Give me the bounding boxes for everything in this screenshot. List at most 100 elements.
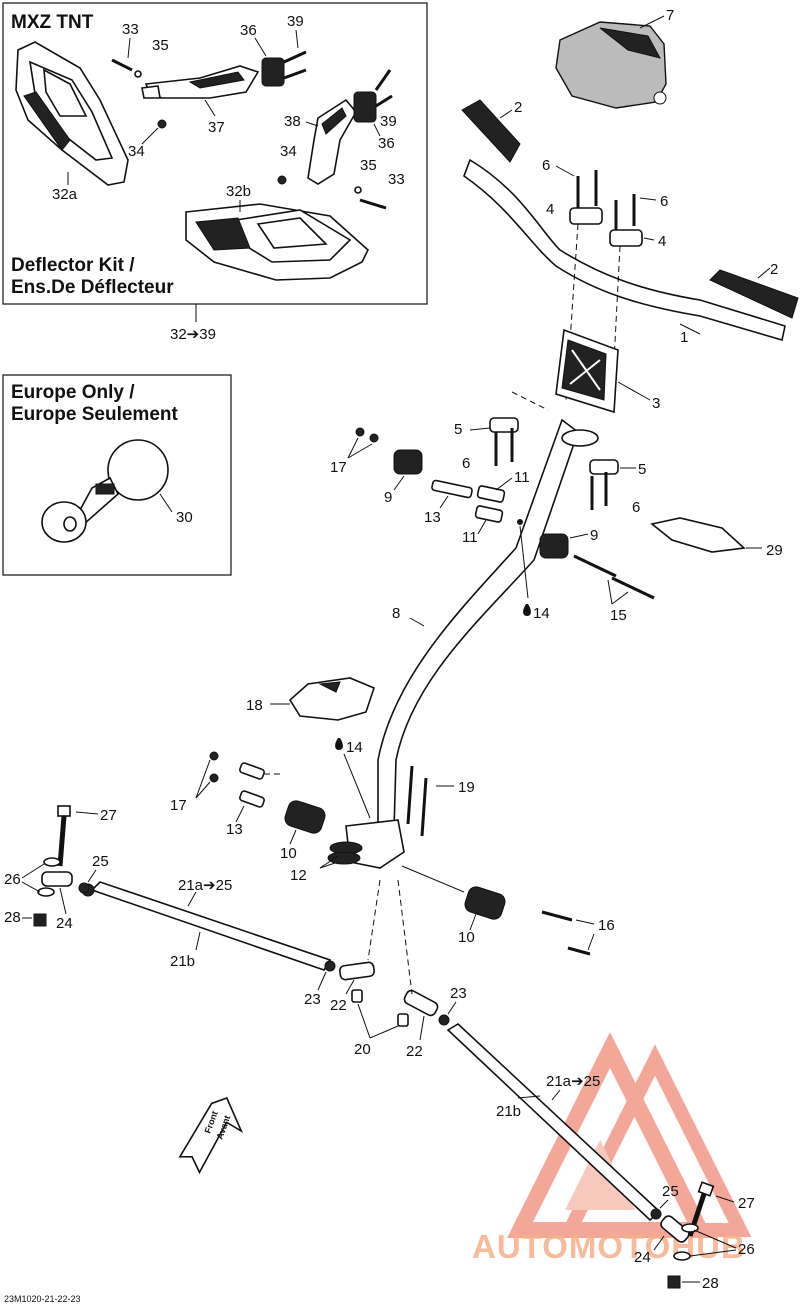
clamp-36-top [254, 37, 285, 87]
nut-25-left [78, 882, 90, 894]
spacer-13-lower-a [239, 762, 265, 780]
kit-name-line1: Deflector Kit / [11, 255, 135, 276]
nut-34-left [157, 119, 167, 129]
nuts-17-lower [195, 751, 219, 799]
callout-22b: 22 [406, 1043, 423, 1060]
handlebar-1 [463, 158, 786, 342]
callout-34a: 34 [128, 143, 145, 160]
callout-14a: 14 [533, 605, 550, 622]
nut-25-right [650, 1208, 662, 1220]
callout-25a: 25 [92, 853, 109, 870]
callout-36a: 36 [240, 22, 257, 39]
sleeve-20-b [397, 1013, 409, 1027]
callout-6a: 6 [542, 157, 550, 174]
callout-23b: 23 [450, 985, 467, 1002]
column-mount [319, 819, 405, 869]
callout-9b: 9 [590, 527, 598, 544]
callout-16: 16 [598, 917, 615, 934]
spacer-13-upper [431, 479, 473, 499]
callout-4a: 4 [546, 201, 554, 218]
nut-28-right [667, 1275, 681, 1289]
bushing-11-b [474, 505, 504, 523]
bracket-38 [305, 98, 357, 185]
callout-2a: 2 [514, 99, 522, 116]
callout-6d: 6 [632, 499, 640, 516]
callout-20: 20 [354, 1041, 371, 1058]
washer-26-left-a [43, 857, 61, 867]
callout-32b: 32b [226, 183, 251, 200]
callout-21b-left: 21b [170, 953, 195, 970]
europe-line2: Europe Seulement [11, 404, 178, 425]
callout-26a: 26 [4, 871, 21, 888]
europe-line1: Europe Only / [11, 382, 135, 403]
bearing-block-9-lower [539, 533, 569, 559]
grease-point-14-lower [335, 738, 371, 819]
grease-point-14-upper [517, 519, 531, 616]
ball-joint-24-right [660, 1215, 690, 1243]
callout-2b: 2 [770, 261, 778, 278]
clamp-36-right [353, 91, 377, 123]
callout-17a: 17 [330, 459, 347, 476]
callout-11a: 11 [514, 469, 530, 486]
handlebar-pad-7 [555, 15, 667, 109]
bolts-6-lower-left [494, 428, 514, 466]
washer-35-left [134, 70, 142, 78]
europe-box [2, 374, 232, 576]
bolts-6-top [576, 170, 636, 232]
bolts-15 [573, 554, 655, 605]
bolts-6-lower-right [590, 472, 608, 510]
grip-2-left [461, 99, 521, 163]
drawing-code: 23M1020-21-22-23 [4, 1294, 81, 1304]
watermark-text: AUTOMOTOHUB [472, 1228, 746, 1265]
callout-39a: 39 [287, 13, 304, 30]
nut-34-right [277, 175, 287, 185]
bolt-39-right [374, 69, 393, 108]
horn-30 [41, 439, 173, 543]
callout-4b: 4 [658, 233, 666, 250]
callout-19: 19 [458, 779, 475, 796]
ball-joint-22-right [403, 989, 439, 1017]
clamp-4-left [569, 207, 603, 225]
callout-24a: 24 [56, 915, 73, 932]
callout-17b: 17 [170, 797, 187, 814]
callout-28b: 28 [702, 1275, 719, 1292]
callout-10a: 10 [280, 845, 297, 862]
callout-18: 18 [246, 697, 263, 714]
callout-21a-range-right: 21a➔25 [546, 1073, 600, 1090]
callout-3: 3 [652, 395, 660, 412]
nut-23-right [438, 1014, 450, 1026]
tie-rod-21b-left [81, 881, 332, 971]
callout-34b: 34 [280, 143, 297, 160]
spacer-13-lower-b [239, 790, 265, 808]
callout-39b: 39 [380, 113, 397, 130]
deflector-32b [185, 200, 369, 281]
bearing-block-9-upper [393, 449, 423, 475]
callout-5b: 5 [638, 461, 646, 478]
callout-26b: 26 [738, 1241, 755, 1258]
callout-28a: 28 [4, 909, 21, 926]
riser-3 [555, 328, 651, 414]
callout-13b: 13 [226, 821, 243, 838]
callout-23a: 23 [304, 991, 321, 1008]
callout-21a-range-left: 21a➔25 [178, 877, 232, 894]
bushing-11-a [476, 485, 506, 503]
callout-7: 7 [666, 7, 674, 24]
callout-10b: 10 [458, 929, 475, 946]
bolts-16 [541, 910, 595, 956]
callout-13a: 13 [424, 509, 441, 526]
callout-11b: 11 [462, 529, 478, 546]
bolts-19 [406, 765, 454, 837]
callout-25b: 25 [662, 1183, 679, 1200]
sleeve-20-a [351, 989, 363, 1003]
clamp-5-right [589, 459, 619, 475]
callout-5a: 5 [454, 421, 462, 438]
callout-22a: 22 [330, 997, 347, 1014]
plate-29 [650, 517, 762, 553]
callout-21b-right: 21b [496, 1103, 521, 1120]
callout-29: 29 [766, 542, 783, 559]
clamp-10-upper [284, 800, 326, 834]
kit-range-label: 32➔39 [170, 326, 216, 343]
callout-24b: 24 [634, 1249, 651, 1266]
callout-1: 1 [680, 329, 688, 346]
